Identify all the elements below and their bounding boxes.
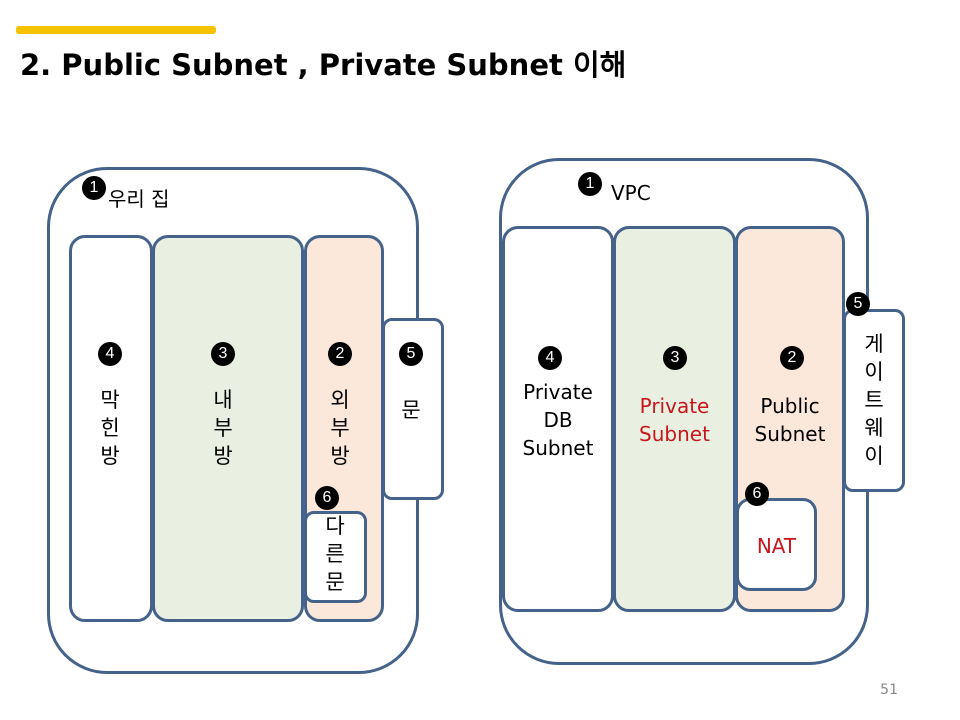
gateway-label: 게 이 트 웨 이 xyxy=(864,332,884,468)
private-subnet-badge: 3 xyxy=(663,346,687,370)
door-label: 문 xyxy=(401,398,421,422)
inner-room xyxy=(152,235,304,622)
inner-room-label: 내 부 방 xyxy=(213,388,233,468)
door-box xyxy=(382,318,444,500)
nat-box xyxy=(736,498,817,591)
private-subnet xyxy=(613,226,736,612)
house-badge: 1 xyxy=(82,176,106,200)
door-badge: 5 xyxy=(399,342,423,366)
closed-room-badge: 4 xyxy=(98,342,122,366)
gateway-badge: 5 xyxy=(846,292,870,316)
closed-room xyxy=(69,235,153,622)
outer-room-badge: 2 xyxy=(328,342,352,366)
page-number: 51 xyxy=(880,682,898,698)
nat-label: NAT xyxy=(756,534,797,558)
house-label: 우리 집 xyxy=(108,187,170,211)
other-door-label: 다 른 문 xyxy=(325,514,345,594)
closed-room-label: 막 힌 방 xyxy=(100,388,120,468)
outer-room-label: 외 부 방 xyxy=(330,388,350,468)
gateway-box xyxy=(843,309,905,492)
other-door-badge: 6 xyxy=(315,486,339,510)
private-db-subnet-label: Private DB Subnet xyxy=(522,380,594,460)
inner-room-badge: 3 xyxy=(211,342,235,366)
private-subnet-label: Private Subnet xyxy=(639,394,710,446)
other-door-box xyxy=(304,511,367,603)
private-db-subnet-badge: 4 xyxy=(538,346,562,370)
private-db-subnet xyxy=(502,226,614,612)
public-subnet-label: Public Subnet xyxy=(754,394,826,446)
nat-badge: 6 xyxy=(745,482,769,506)
vpc-label: VPC xyxy=(611,181,651,205)
slide-title: 2. Public Subnet , Private Subnet 이해 xyxy=(20,48,627,82)
public-subnet-badge: 2 xyxy=(780,346,804,370)
accent-bar xyxy=(16,26,216,34)
vpc-badge: 1 xyxy=(578,172,602,196)
